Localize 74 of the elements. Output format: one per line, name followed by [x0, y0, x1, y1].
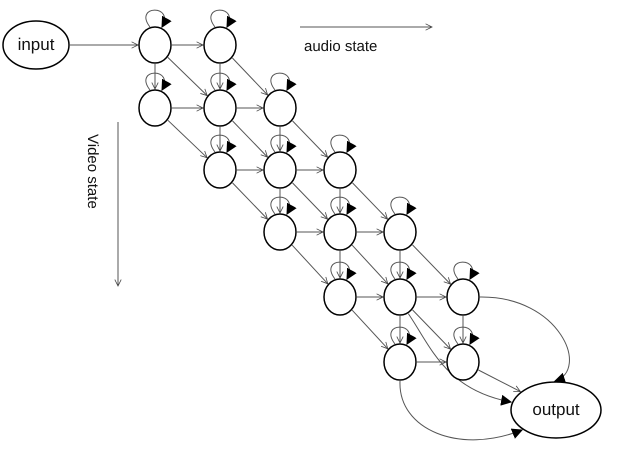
arrow: [167, 56, 208, 96]
self-loop-arrow: [330, 196, 356, 216]
state-circle: [383, 213, 417, 251]
self-loop-arrow: [145, 72, 171, 92]
state-circle: [203, 26, 237, 64]
arrow: [352, 182, 388, 220]
self-loop-arrow: [270, 134, 296, 154]
arrow: [412, 309, 451, 350]
self-loop-arrow: [210, 10, 236, 28]
arrow: [416, 293, 446, 301]
arrow: [356, 228, 384, 236]
state-circle: [383, 278, 417, 316]
self-loop-arrow: [210, 72, 236, 92]
arrow: [276, 188, 284, 214]
state-circle: [203, 151, 237, 189]
arrow: [296, 228, 324, 236]
state-circle: [323, 278, 357, 316]
state-circle: [138, 26, 172, 64]
arrow: [336, 188, 344, 214]
state-circle: [203, 89, 237, 127]
state-circle: [263, 151, 297, 189]
axis-label: audio state: [304, 38, 378, 55]
self-loop-arrow: [453, 326, 479, 346]
arrow: [232, 182, 268, 220]
arrow: [172, 41, 204, 49]
arrow: [232, 58, 268, 96]
arrow: [478, 370, 521, 392]
state-circle: [323, 151, 357, 189]
self-loop-arrow: [330, 262, 356, 280]
arrow: [236, 104, 264, 112]
self-loop-arrow: [453, 262, 479, 280]
arrow: [276, 126, 284, 152]
state-circle: [323, 213, 357, 251]
state-circle: [138, 89, 172, 127]
state-circle: [263, 213, 297, 251]
arrow: [459, 316, 467, 344]
self-loop-arrow: [270, 72, 296, 92]
arrow: [356, 293, 384, 301]
arrow: [336, 250, 344, 278]
state-circle: [383, 343, 417, 381]
self-loop-arrow: [145, 10, 171, 28]
state-circle: [446, 343, 480, 381]
arrow: [396, 316, 404, 344]
state-circle: [446, 278, 480, 316]
curved-arrow: [408, 313, 512, 406]
state-circle: [263, 89, 297, 127]
arrow: [167, 120, 208, 158]
terminal-ellipse: input: [2, 20, 70, 70]
axis-label: Video state: [84, 134, 101, 209]
self-loop-arrow: [390, 196, 416, 216]
self-loop-arrow: [390, 262, 416, 280]
self-loop-arrow: [210, 134, 236, 154]
arrow: [292, 120, 328, 158]
arrow: [232, 120, 268, 158]
arrow: [216, 126, 224, 152]
arrow: [352, 310, 388, 350]
arrow: [292, 182, 328, 220]
arrow: [172, 104, 204, 112]
arrow: [70, 41, 138, 49]
arrow: [396, 250, 404, 278]
arrow: [151, 64, 159, 90]
arrow: [296, 166, 324, 174]
arrow: [216, 64, 224, 90]
terminal-ellipse: output: [510, 381, 602, 439]
arrow: [412, 244, 451, 285]
self-loop-arrow: [330, 134, 356, 154]
self-loop-arrow: [270, 196, 296, 216]
arrow: [236, 166, 264, 174]
arrow: [292, 244, 328, 284]
curved-arrow: [400, 380, 524, 440]
curved-arrow: [480, 296, 570, 382]
arrow: [416, 358, 446, 366]
self-loop-arrow: [390, 326, 416, 346]
arrow: [352, 244, 388, 284]
